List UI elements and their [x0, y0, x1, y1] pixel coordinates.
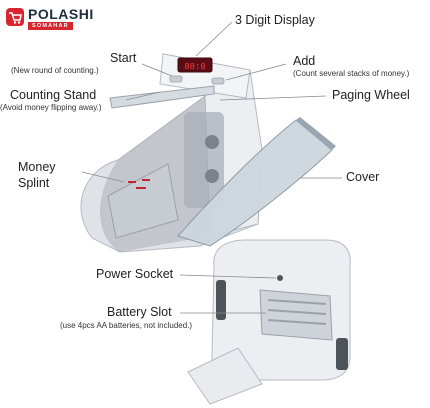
label-start: Start — [110, 51, 137, 65]
label-start-note: (New round of counting.) — [11, 66, 99, 75]
label-battery-slot-note: (use 4pcs AA batteries, not included.) — [60, 321, 193, 330]
power-socket-hole — [277, 275, 283, 281]
brand-name: POLASHI — [28, 6, 94, 22]
label-power-socket: Power Socket — [96, 267, 174, 281]
add-button[interactable] — [211, 77, 225, 85]
shopping-cart-icon — [6, 8, 24, 26]
money-splint-plate — [107, 163, 179, 239]
callout-lines — [81, 21, 342, 314]
splint-marks — [128, 179, 150, 189]
battery-slots — [267, 299, 327, 325]
label-cover: Cover — [346, 170, 380, 184]
label-counting-stand: Counting Stand — [10, 88, 97, 102]
side-grip-right — [336, 338, 348, 370]
three-digit-display-screen — [177, 57, 213, 73]
battery-cover-lid — [187, 347, 263, 405]
start-button[interactable] — [169, 75, 183, 83]
brand-tagline: SOMAHAR — [28, 22, 73, 30]
counting-stand-bar — [109, 85, 215, 109]
side-grip-left — [216, 280, 226, 320]
label-add-note: (Count several stacks of money.) — [293, 69, 410, 78]
label-money-splint-line1: Money — [18, 160, 56, 174]
label-counting-stand-note: (Avoid money flipping away.) — [0, 103, 102, 112]
label-add: Add — [293, 54, 316, 68]
battery-unit — [211, 239, 351, 381]
brand-logo: POLASHI SOMAHAR — [4, 4, 114, 32]
label-paging-wheel: Paging Wheel — [332, 88, 410, 102]
label-battery-slot: Battery Slot — [107, 305, 172, 319]
battery-compartment — [259, 289, 333, 341]
label-money-splint-line2: Splint — [18, 176, 50, 190]
label-three-digit-display: 3 Digit Display — [235, 13, 315, 27]
display-digits: 88:0 — [184, 62, 206, 72]
